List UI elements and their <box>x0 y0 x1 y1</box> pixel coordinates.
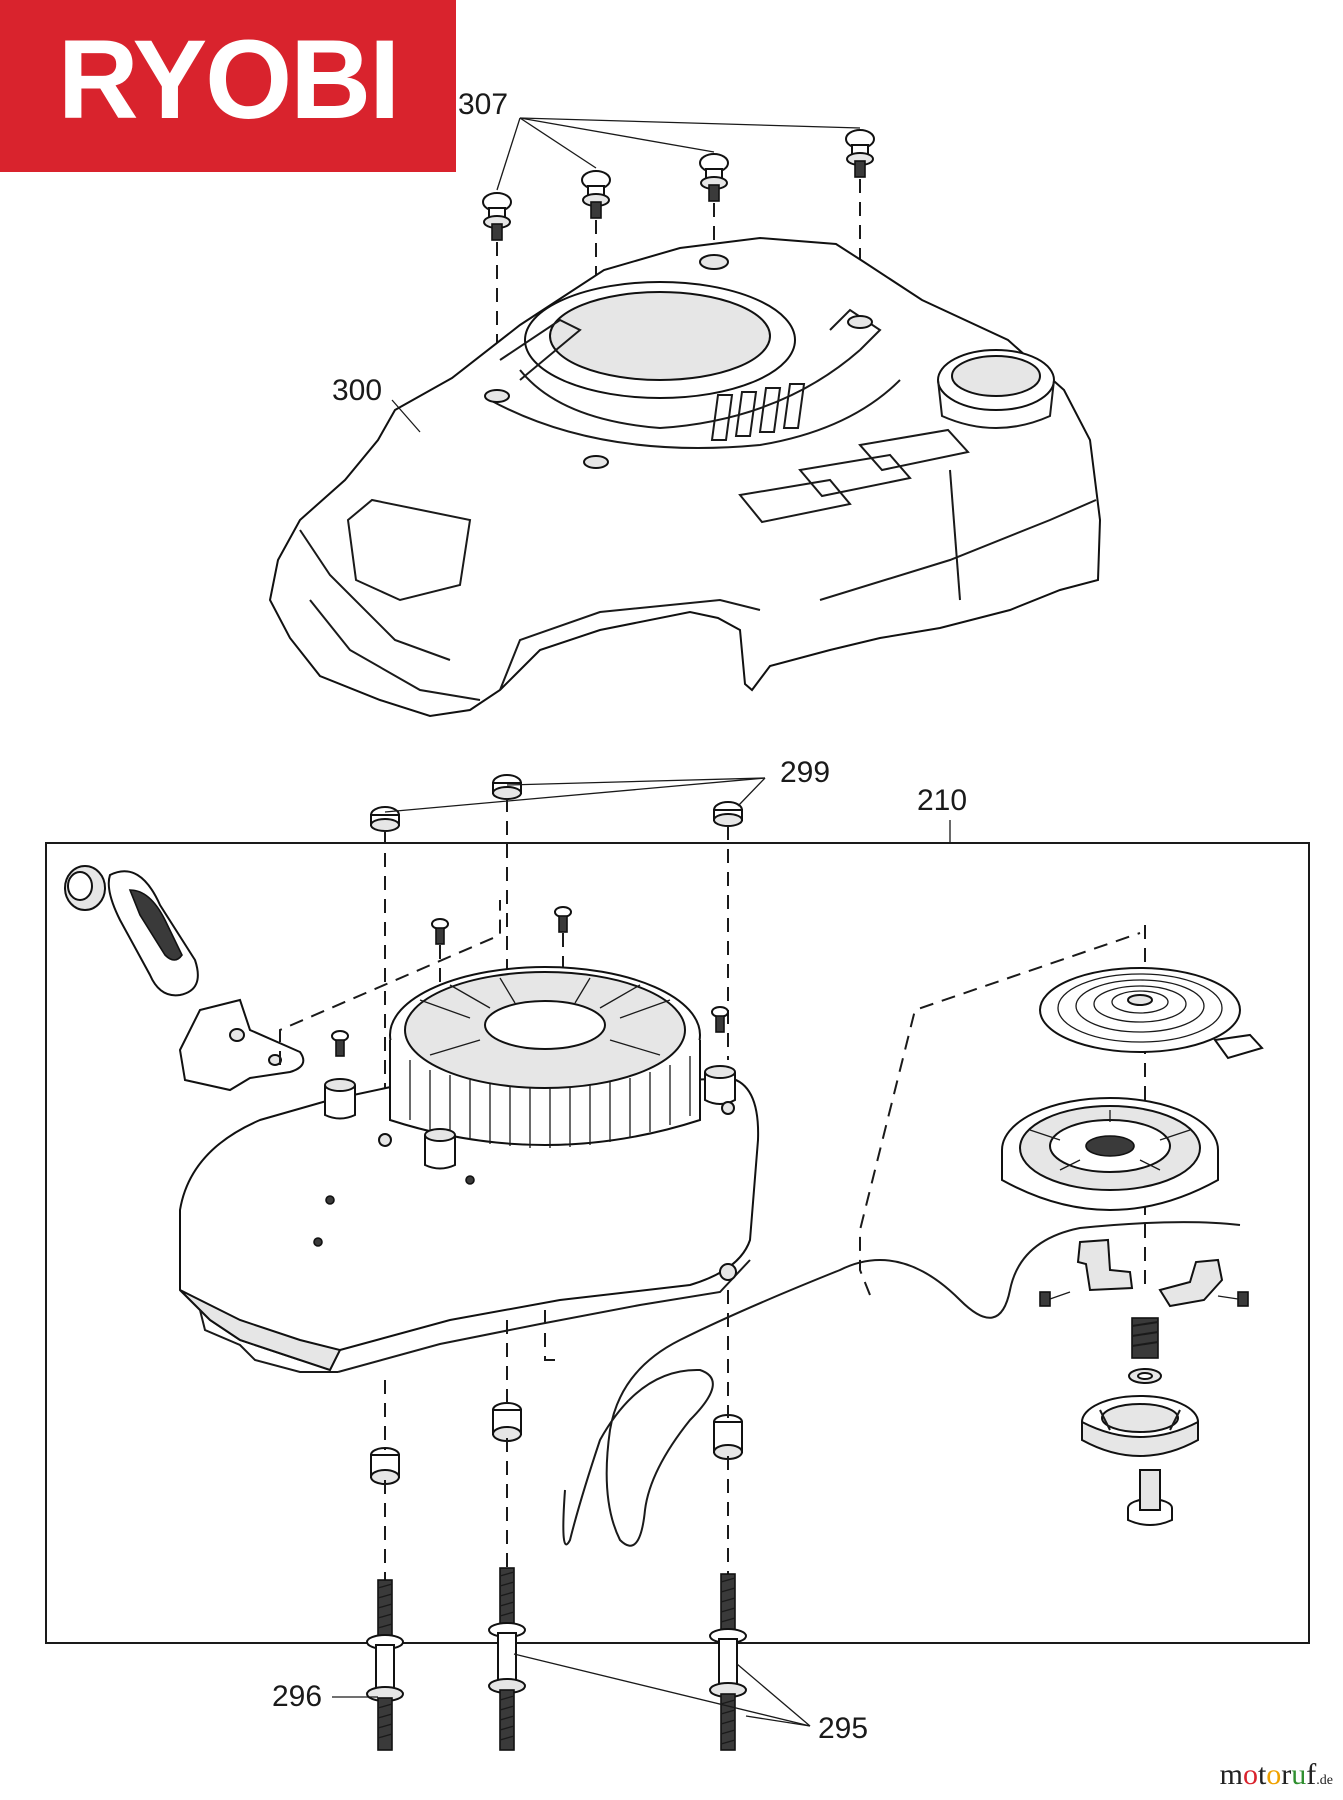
watermark-letter-u: u <box>1291 1758 1307 1791</box>
watermark-suffix: .de <box>1316 1773 1333 1788</box>
watermark-letter-t: t <box>1257 1758 1267 1791</box>
pawl-spring-right <box>1217 1291 1249 1307</box>
watermark-letter-f: f <box>1306 1758 1317 1791</box>
shoulder-bolt <box>1127 1469 1173 1526</box>
callout-296: 296 <box>272 1680 322 1713</box>
screw-307-d <box>845 129 875 178</box>
screw-small-c <box>331 1030 349 1057</box>
screw-307-a <box>482 192 512 241</box>
pawl-right <box>1158 1258 1224 1308</box>
screw-307-b <box>581 170 611 219</box>
washer <box>1128 1368 1162 1384</box>
spacer-b <box>492 1402 522 1442</box>
nut-299-b <box>492 774 522 800</box>
ryobi-logo: RYOBI <box>0 0 456 172</box>
leader-299 <box>384 777 766 813</box>
callout-295: 295 <box>818 1712 868 1745</box>
watermark-letter-m: m <box>1219 1758 1243 1791</box>
fan-housing <box>179 966 760 1373</box>
callout-300: 300 <box>332 374 382 407</box>
leader-307 <box>496 117 861 191</box>
engine-cover-300 <box>268 236 1102 718</box>
spacer-c <box>713 1414 743 1460</box>
watermark-letter-o2: o <box>1266 1758 1282 1791</box>
assembly-frame-210 <box>45 842 1310 1644</box>
watermark-letter-o1: o <box>1242 1758 1258 1791</box>
callout-307: 307 <box>458 88 508 121</box>
spacer-a <box>370 1447 400 1485</box>
pawl-spring-left <box>1039 1291 1071 1307</box>
ratchet-cup <box>1081 1395 1199 1457</box>
stud-296 <box>366 1579 404 1751</box>
watermark-letter-r: r <box>1281 1758 1292 1791</box>
screw-small-b <box>554 906 572 933</box>
leader-300 <box>391 399 421 433</box>
callout-299: 299 <box>780 756 830 789</box>
handle-bracket <box>178 998 305 1092</box>
recoil-spring <box>1039 967 1264 1060</box>
pawl-left <box>1076 1238 1134 1292</box>
center-spring <box>1131 1317 1159 1359</box>
screw-small-d <box>711 1006 729 1033</box>
screw-small-a <box>431 918 449 945</box>
callout-210: 210 <box>917 784 967 817</box>
stud-295-a <box>488 1567 526 1751</box>
starter-rope <box>562 1221 1241 1547</box>
nut-299-a <box>370 806 400 832</box>
motoruf-watermark: motoruf.de <box>1220 1758 1333 1792</box>
nut-299-c <box>713 801 743 827</box>
rope-pulley <box>1001 1097 1219 1211</box>
ryobi-logo-text: RYOBI <box>58 17 399 142</box>
screw-307-c <box>699 153 729 202</box>
starter-handle <box>64 865 199 997</box>
leader-295 <box>513 1653 811 1727</box>
assembly-line-center <box>544 1310 560 1361</box>
assembly-line-pulley <box>859 932 1141 1296</box>
stud-295-b <box>709 1573 747 1751</box>
ryobi-logo-wordmark: RYOBI <box>58 17 401 142</box>
